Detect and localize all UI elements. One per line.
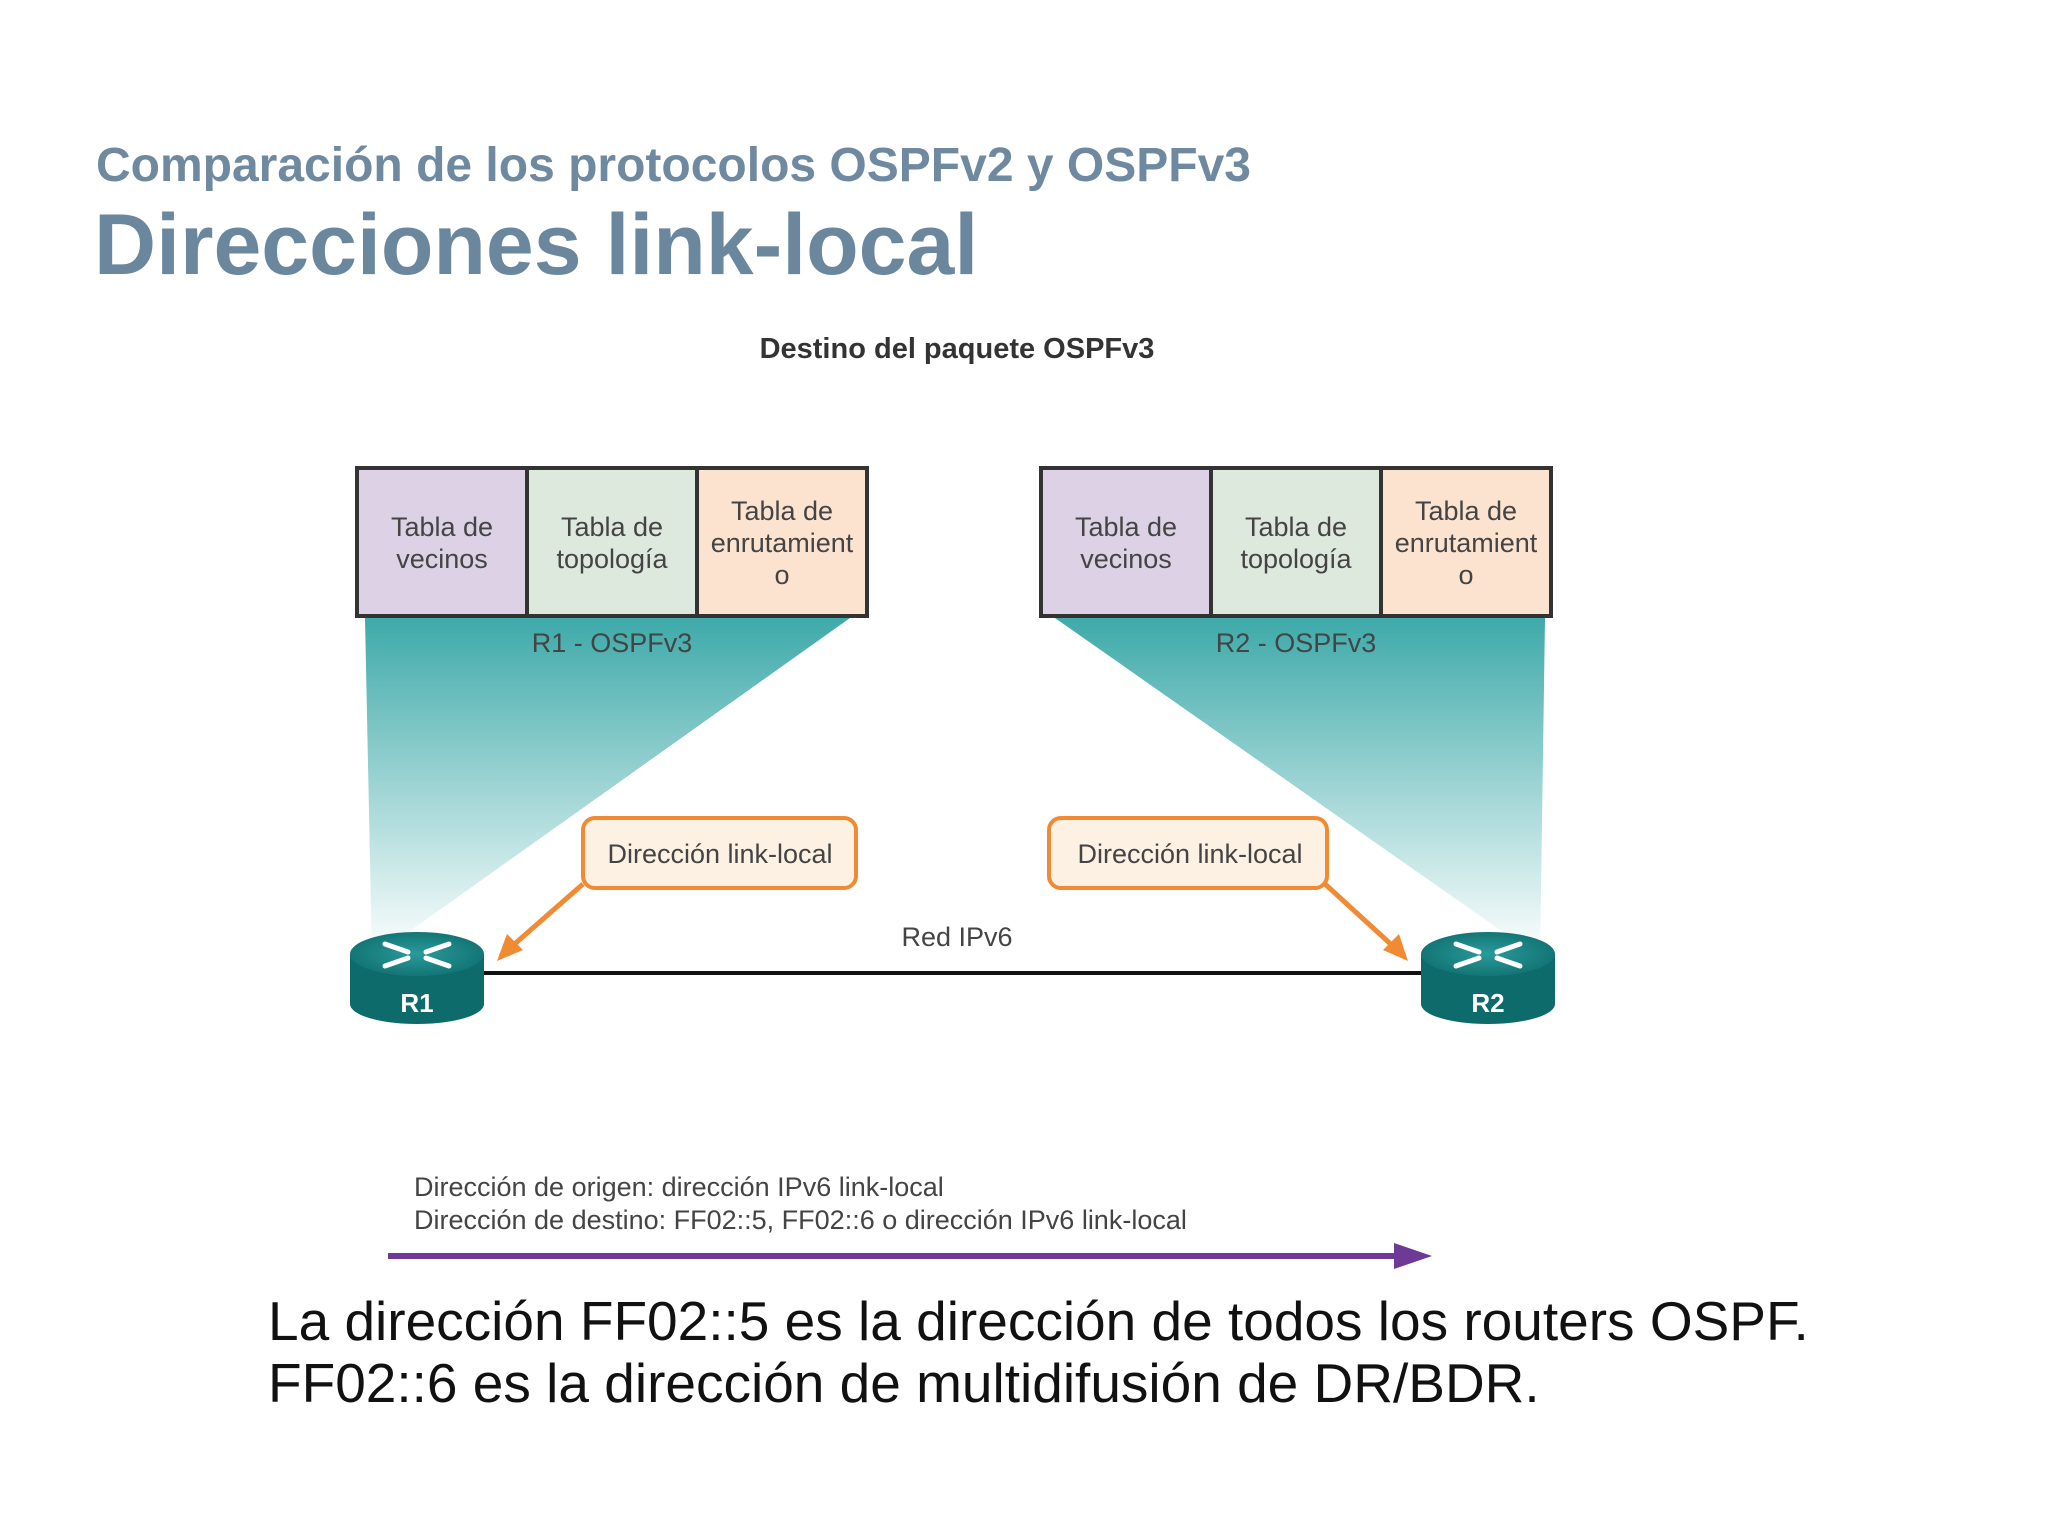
caption-line-2: FF02::6 es la dirección de multidifusión… xyxy=(268,1352,1540,1414)
network-label: Red IPv6 xyxy=(901,922,1012,952)
router-r1: R1 xyxy=(350,932,484,1024)
callout-left-arrowhead xyxy=(497,934,523,961)
table-label-line: topología xyxy=(1240,544,1352,574)
r1-routing-table xyxy=(695,466,869,618)
router-r2-label: R2 xyxy=(1471,988,1504,1018)
r1-topology-table xyxy=(525,466,699,618)
r2-projection xyxy=(1055,618,1545,958)
table-label-line: Tabla de xyxy=(561,512,663,542)
table-label-line: enrutamient xyxy=(1395,528,1538,558)
destination-address-text: Dirección de destino: FF02::5, FF02::6 o… xyxy=(414,1205,1187,1235)
source-address-text: Dirección de origen: dirección IPv6 link… xyxy=(414,1172,944,1202)
router-r1-label: R1 xyxy=(400,988,433,1018)
r2-topology-table xyxy=(1209,466,1383,618)
packet-direction-arrowhead xyxy=(1394,1243,1432,1269)
callout-right-arrow xyxy=(1323,882,1397,950)
table-label-line: vecinos xyxy=(396,544,488,574)
table-label-line: topología xyxy=(556,544,668,574)
callout-left-box xyxy=(581,816,858,890)
r2-routing-table xyxy=(1379,466,1553,618)
table-label-line: enrutamient xyxy=(711,528,854,558)
slide-title: Direcciones link-local xyxy=(94,197,979,293)
r1-ospfv3-label: R1 - OSPFv3 xyxy=(532,628,693,658)
table-label-line: Tabla de xyxy=(731,496,833,526)
callout-right-text: Dirección link-local xyxy=(1077,839,1302,869)
table-label-line: Tabla de xyxy=(1075,512,1177,542)
r1-neighbor-table xyxy=(355,466,529,618)
caption-line-1: La dirección FF02::5 es la dirección de … xyxy=(268,1290,1809,1352)
caption: La dirección FF02::5 es la dirección de … xyxy=(268,1290,1809,1414)
slide-subtitle: Comparación de los protocolos OSPFv2 y O… xyxy=(96,139,1251,192)
r1-projection xyxy=(365,618,850,958)
table-label-line: o xyxy=(774,560,789,590)
callout-right-box xyxy=(1047,816,1329,890)
table-label-line: o xyxy=(1458,560,1473,590)
table-label-line: Tabla de xyxy=(391,512,493,542)
callout-right-arrowhead xyxy=(1383,934,1408,961)
callout-left-text: Dirección link-local xyxy=(607,839,832,869)
callout-left-arrow xyxy=(508,882,585,950)
diagram-heading: Destino del paquete OSPFv3 xyxy=(760,333,1155,365)
table-label-line: Tabla de xyxy=(1245,512,1347,542)
table-label-line: vecinos xyxy=(1080,544,1172,574)
router-r2: R2 xyxy=(1421,932,1555,1024)
r2-ospfv3-label: R2 - OSPFv3 xyxy=(1216,628,1377,658)
r2-neighbor-table xyxy=(1039,466,1213,618)
table-label-line: Tabla de xyxy=(1415,496,1517,526)
